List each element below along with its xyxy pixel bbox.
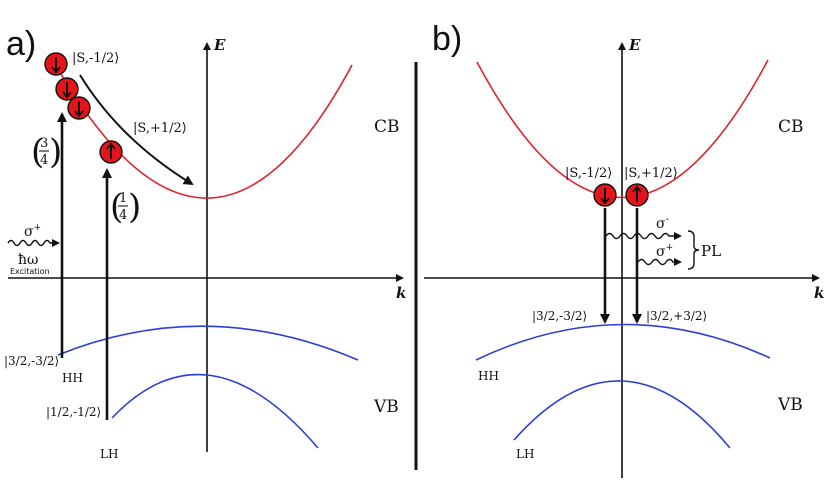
panel-b-energy-axis-label: E (628, 36, 641, 54)
fraction-lh-denominator: 4 (119, 208, 127, 223)
panel-b-sigma-minus: σ- (656, 214, 669, 232)
panel-b: b) E k CB VB HH LH |S,-1/2⟩ |S,+1/2⟩ (424, 20, 824, 478)
panel-b-pl-label: PL (701, 242, 721, 260)
fraction-hh-open-paren: ( (31, 132, 44, 172)
fraction-lh-open-paren: ( (110, 187, 123, 227)
panel-a-fraction-lh: ( 1 4 ) (110, 187, 141, 227)
panel-a-electron-spin-down-2 (55, 77, 79, 101)
fraction-hh-numerator: 3 (40, 136, 48, 151)
panel-a-hh-label: HH (62, 371, 83, 385)
panel-a-state-s-minus: |S,-1/2⟩ (72, 51, 119, 66)
panel-a-energy-axis-label: E (213, 36, 226, 54)
panel-a-light-hole-band (111, 373, 319, 449)
panel-b-state-s-minus: |S,-1/2⟩ (565, 166, 612, 181)
panel-a-state-s-plus: |S,+1/2⟩ (133, 121, 187, 136)
panel-a-k-axis-label: k (396, 284, 406, 302)
panel-a-label: a) (6, 25, 36, 63)
panel-b-sigma-plus-photon-wave (637, 258, 682, 266)
panel-b-light-hole-band (513, 380, 731, 449)
panel-a-excitation-label: Excitation (10, 267, 50, 276)
panel-a-excitation-photon: σ+ ħω Excitation (7, 223, 60, 276)
panel-a-relaxation-arrow (79, 74, 194, 186)
panel-a-vb-label: VB (373, 397, 399, 417)
panel-a-electron-spin-down-3 (67, 96, 91, 120)
panel-b-pl-brace (687, 230, 700, 270)
panel-b-cb-label: CB (778, 117, 804, 137)
panel-a-fraction-hh: ( 3 4 ) (31, 132, 62, 172)
panel-b-state-s-plus: |S,+1/2⟩ (624, 166, 678, 181)
panel-a-sigma: σ+ (24, 223, 41, 240)
panel-a-state-hh: |3/2,-3/2⟩ (4, 354, 59, 368)
panel-a: a) E k CB VB HH LH (4, 25, 406, 461)
panel-b-hh-label: HH (478, 369, 499, 383)
panel-a-state-lh: |1/2,-1/2⟩ (46, 405, 101, 419)
panel-b-heavy-hole-band (475, 323, 771, 361)
panel-b-electron-spin-up (625, 183, 649, 207)
panel-b-vb-label: VB (777, 395, 803, 415)
fraction-lh-close-paren: ) (128, 187, 141, 227)
panel-b-electron-spin-down (593, 183, 617, 207)
panel-b-pl-emission: σ- σ+ PL (605, 214, 721, 270)
panel-a-lh-label: LH (100, 447, 118, 461)
fraction-lh-numerator: 1 (119, 191, 127, 206)
panel-b-lh-label: LH (516, 447, 534, 461)
fraction-hh-denominator: 4 (40, 153, 48, 168)
panel-b-conduction-band (476, 59, 769, 199)
panel-b-state-hh-minus: |3/2,-3/2⟩ (532, 309, 587, 323)
panel-a-electron-spin-up (99, 140, 123, 164)
panel-b-label: b) (432, 20, 462, 58)
panel-b-sigma-plus: σ+ (656, 243, 673, 260)
panel-a-conduction-band (49, 54, 353, 199)
panel-a-photon-wave (7, 239, 60, 247)
panel-a-heavy-hole-band (57, 325, 359, 361)
panel-b-sigma-minus-photon-wave (605, 232, 682, 240)
fraction-hh-close-paren: ) (49, 132, 62, 172)
panel-a-photon-energy: ħω (18, 252, 38, 268)
panel-b-k-axis-label: k (814, 284, 824, 302)
panel-a-electron-spin-down-1 (44, 52, 68, 76)
panel-b-state-hh-plus: |3/2,+3/2⟩ (646, 309, 707, 323)
panel-a-cb-label: CB (374, 117, 400, 137)
